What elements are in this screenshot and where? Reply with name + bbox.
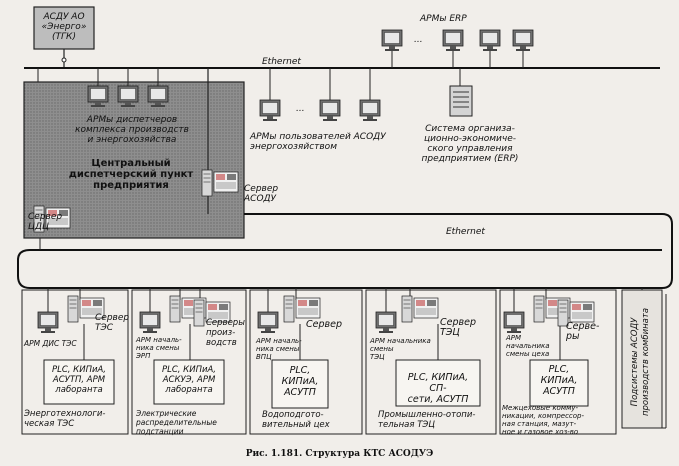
ethernet-mid-label: Ethernet (446, 227, 485, 237)
unit-3-plc-label: PLC, КИПиА, АСУТП (281, 365, 319, 398)
unit-5-arm-label: АРМ начальника смены цеха (506, 334, 550, 358)
unit-4-plc-label: PLC, КИПиА, СП- сети, АСУТП (407, 372, 469, 405)
unit-2-name: Электрические распределительные подстанц… (136, 409, 217, 436)
unit-5-name: Межцеховые комму- никации, компрессор- н… (502, 404, 585, 436)
unit-3-server-label: Сервер (306, 319, 342, 330)
unit-1-server-label: Сервер ТЭС (95, 313, 130, 333)
unit-1-plc-label: PLC, КИПиА, АСУТП, АРМ лаборанта (51, 365, 107, 395)
unit-4-name: Промышленно-отопи- тельная ТЭЦ (378, 410, 476, 430)
unit-3-arm-label: АРМ началь- ника смены ВПЦ (256, 337, 302, 361)
dispatcher-workstations (87, 68, 169, 108)
ethernet-top-label: Ethernet (262, 57, 301, 67)
tgk-label: АСДУ АО «Энерго» (ТГК) (41, 12, 87, 42)
central-dispatch-title: Центральный диспетчерский пункт предприя… (68, 158, 194, 191)
unit-2-plc-label: PLC, КИПиА, АСКУЭ, АРМ лаборанта (161, 365, 217, 395)
erp-workstations (381, 29, 534, 68)
dispatcher-arms-label: АРМы диспетчеров комплекса производств и… (75, 115, 189, 145)
erp-arms-label: АРМы ERP (420, 14, 467, 24)
tgk-box (33, 6, 95, 50)
unit-4-arm-label: АРМ начальника смены ТЭЦ (370, 337, 431, 361)
erp-dots: ... (414, 35, 423, 45)
asodu-server-label: Сервер АСОДУ (244, 184, 279, 204)
unit-2-arm-label: АРМ началь- ника смены ЭРП (136, 336, 182, 360)
ethernet-lower-ring (17, 213, 673, 289)
unit-1-arm-label: АРМ ДИС ТЭС (24, 339, 77, 348)
erp-system-label: Система организа- ционно-экономиче- ског… (421, 124, 519, 164)
unit-2-server-label: Серверы произ- водств (206, 318, 245, 348)
unit-boxes (21, 289, 667, 435)
unit-5-server-label: Серве- ры (566, 321, 600, 342)
erp-server (449, 68, 473, 117)
central-server-label: Сервер ЦДЦ (28, 212, 63, 232)
plc-boxes (43, 359, 589, 409)
tgk-link-node (61, 57, 67, 63)
user-workstations (259, 68, 381, 122)
unit-3-name: Водоподгото- вительный цех (262, 410, 330, 430)
unit-4-server-label: Сервер ТЭЦ (440, 317, 476, 338)
central-dispatch-box (23, 81, 245, 239)
figure-caption: Рис. 1.181. Структура КТС АСОДУЭ (245, 449, 434, 459)
users-arms-label: АРМы пользователей АСОДУ энергохозяйство… (250, 132, 386, 152)
users-dots: ... (296, 104, 305, 114)
unit-1-name: Энерготехнологи- ческая ТЭС (24, 409, 106, 429)
subsystems-label: Подсистемы АСОДУ производств комбината (630, 307, 651, 417)
unit-5-plc-label: PLC, КИПиА, АСУТП (540, 364, 578, 397)
